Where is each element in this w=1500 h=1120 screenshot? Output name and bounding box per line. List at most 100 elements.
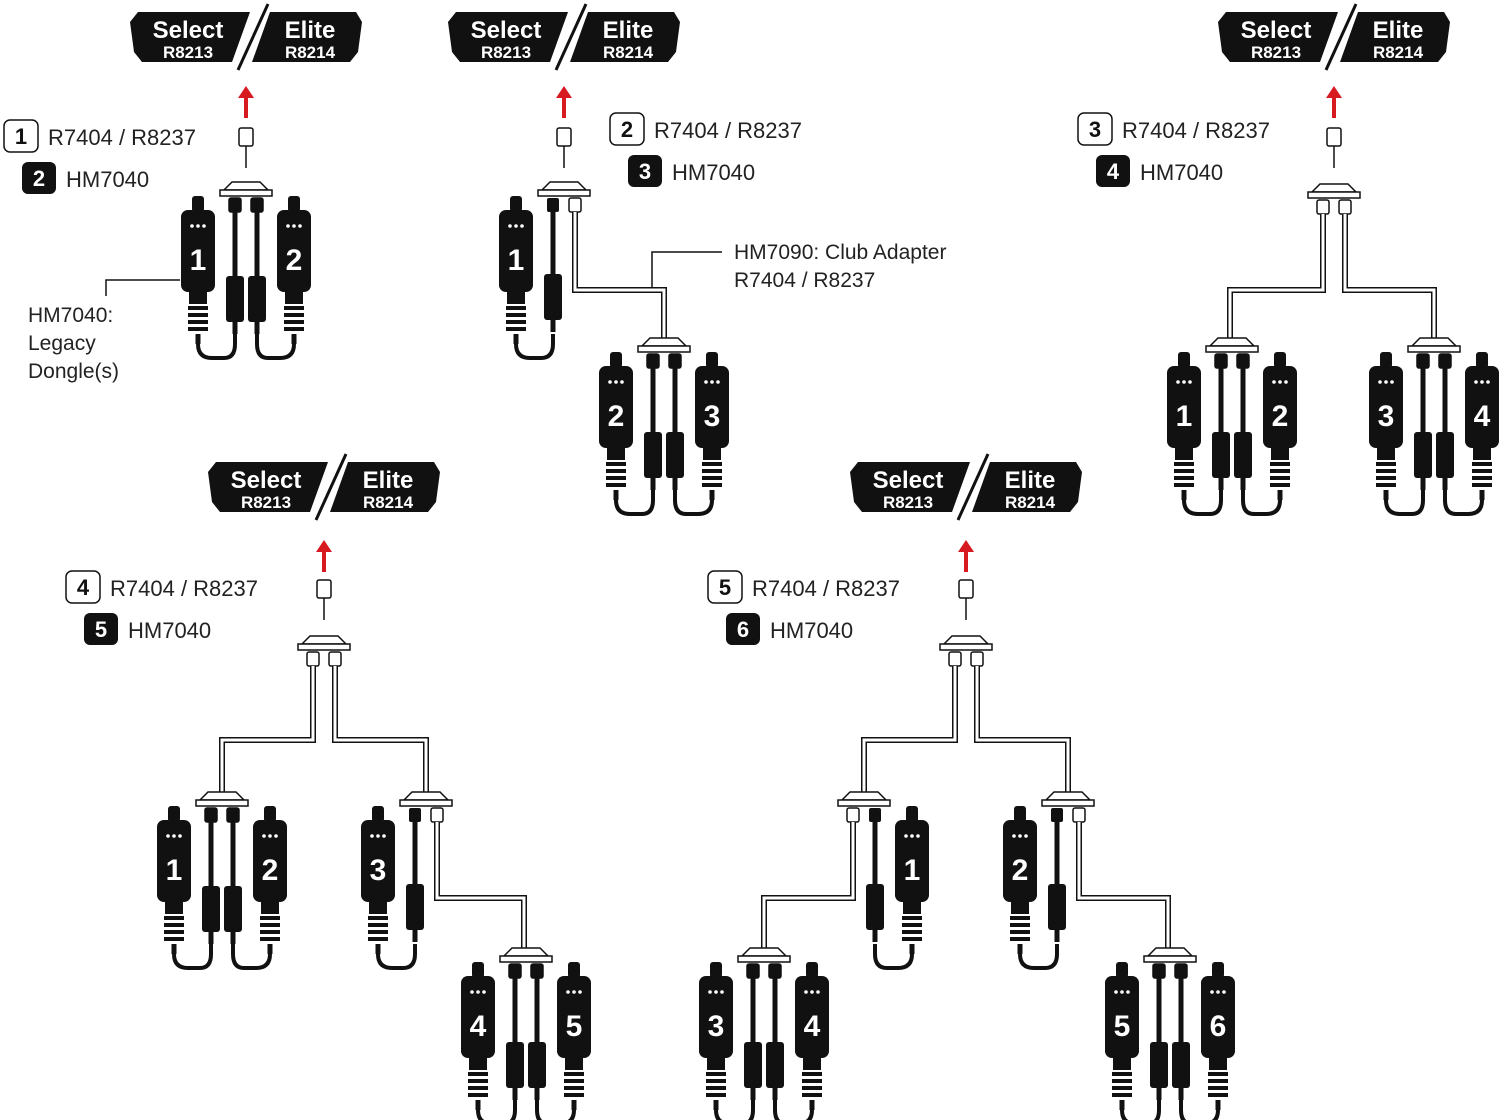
elite-plate [1340,12,1450,62]
club-adapter-callout: R7404 / R8237 [734,269,875,292]
dongle-5: 5 [1105,962,1139,1110]
splitter-count-badge [1077,112,1113,146]
splitter-plug [556,127,572,168]
adapter-cable [332,666,429,792]
legacy-callout-line [105,279,180,296]
elite-label: Elite [1373,17,1424,44]
dongle-2: 2 [1263,352,1297,500]
elite-model: R8214 [363,493,414,512]
dongle-body [461,976,495,1058]
splitter-plug [958,579,974,620]
adapter-cords [202,807,242,944]
badge-divider [1324,3,1358,71]
badge-divider [956,453,990,521]
dongle-pair [1182,490,1282,516]
dongle-count: 5 [95,617,107,642]
y-splitter [939,635,993,651]
dongle-count-badge [726,613,760,645]
splitter-count: 3 [1089,117,1101,142]
dongle-3: 3 [361,806,395,954]
dongle-body [361,820,395,902]
splitter-part-number: R7404 / R8237 [48,125,196,150]
dongle-count: 3 [639,159,651,184]
legacy-dongle-callout: HM7040: [28,304,113,327]
splitter-part-number: R7404 / R8237 [1122,118,1270,143]
dongle-body [699,976,733,1058]
connection-arrow [556,86,572,118]
dongle-with-adapter [1018,807,1086,970]
select-model: R8213 [1251,43,1301,62]
select-label: Select [1241,17,1312,44]
connection-arrow [958,540,974,572]
dongle-number: 3 [370,854,387,887]
legacy-dongle-callout: Dongle(s) [28,360,119,383]
splitter-part-number: R7404 / R8237 [110,576,258,601]
dongle-body [1167,366,1201,448]
dongle-body [895,820,929,902]
dongle-pair [172,944,272,970]
club-adapter-port [568,197,582,213]
y-splitter [1205,337,1259,353]
dongle-body [1465,366,1499,448]
dongle-number: 4 [804,1010,821,1043]
dongle-pair [196,334,296,360]
dongle-number: 5 [566,1010,583,1043]
club-adapter-port [846,807,860,823]
dongle-count: 6 [737,617,749,642]
select-plate [208,462,328,512]
y-splitter [637,337,691,353]
elite-label: Elite [363,467,414,494]
dongle-1: 1 [895,806,929,954]
dongle-number: 1 [190,244,207,277]
dongle-body [1263,366,1297,448]
dongle-pair [714,1100,814,1120]
elite-label: Elite [285,17,336,44]
elite-plate [330,462,440,512]
dongle-body [1003,820,1037,902]
dongle-body [499,210,533,292]
dongle-body [157,820,191,902]
splitter-count-badge [3,119,39,153]
dongle-number: 2 [286,244,303,277]
dongle-number: 6 [1210,1010,1227,1043]
dongle-part-number: HM7040 [128,618,211,643]
dongle-number: 1 [1176,400,1193,433]
select-label: Select [873,467,944,494]
adapter-cords [1414,353,1454,490]
splitter-plug [1326,127,1342,168]
elite-model: R8214 [1373,43,1424,62]
dongle-body [599,366,633,448]
dongle-count-badge [84,613,118,645]
dongle-number: 4 [1474,400,1491,433]
dongle-part-number: HM7040 [66,167,149,192]
dongle-body [1105,976,1139,1058]
select-plate [1218,12,1338,62]
dongle-number: 5 [1114,1010,1131,1043]
dongle-4: 4 [795,962,829,1110]
y-splitter [195,791,249,807]
dongle-number: 4 [470,1010,487,1043]
dongle-part-number: HM7040 [672,160,755,185]
dongle-number: 2 [1012,854,1029,887]
splitter-hub [1316,199,1352,215]
dongle-1: 1 [157,806,191,954]
adapter-cable [761,822,856,950]
splitter-part-number: R7404 / R8237 [752,576,900,601]
dongle-2: 2 [599,352,633,500]
dongle-count: 2 [33,166,45,191]
badge-divider [314,453,348,521]
adapter-cords [744,963,784,1100]
y-splitter [1041,791,1095,807]
club-adapter-callout: HM7090: Club Adapter [734,241,946,264]
y-splitter [1143,947,1197,963]
elite-model: R8214 [285,43,336,62]
splitter-hub [306,651,342,667]
dongle-number: 2 [262,854,279,887]
